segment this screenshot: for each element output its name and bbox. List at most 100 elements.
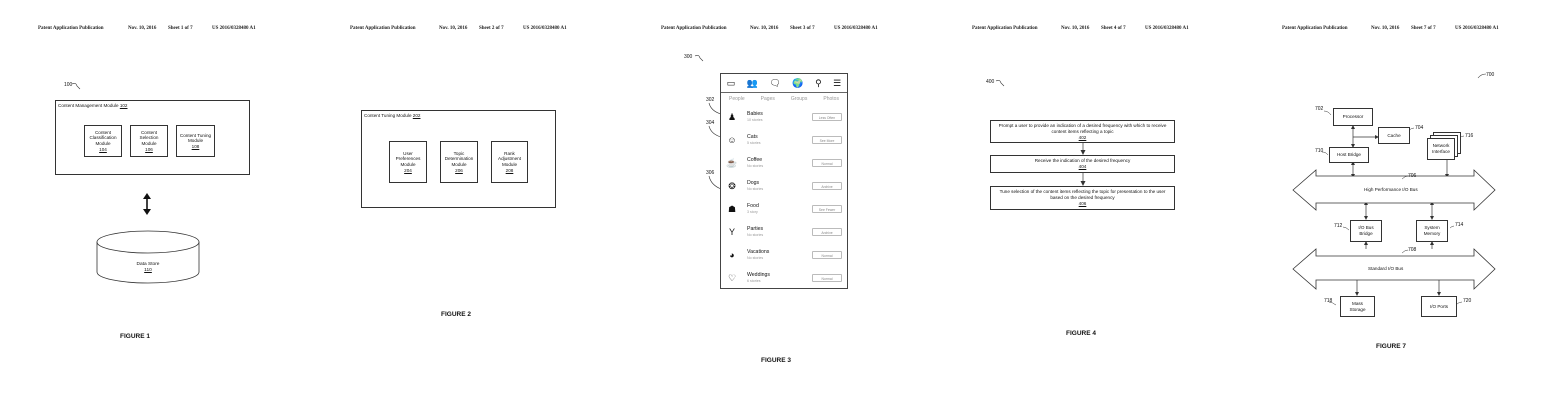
high-performance-bus-ref: 706 [1408, 173, 1416, 179]
search-icon[interactable]: ⚲ [815, 79, 822, 88]
story-count: No stories [747, 256, 763, 260]
content-tuning-module: Content TuningModule108 [176, 125, 215, 157]
patent-number: US 2016/0328480 A1 [212, 26, 256, 31]
data-store-cylinder [96, 230, 200, 284]
flow-step-406: Tune selection of the content items refl… [990, 186, 1175, 210]
topic-name: Cats [747, 134, 758, 140]
io-ports-box: I/O Ports [1421, 296, 1457, 317]
bus-connectors [1244, 0, 1553, 400]
patent-number: US 2016/0328480 A1 [1145, 26, 1189, 31]
dog-icon: ❂ [726, 180, 738, 192]
topic-determination-module: TopicDeterminationModule206 [440, 141, 478, 183]
list-item[interactable]: ◕ Vacations No stories Normal [721, 246, 847, 268]
figure-ref-number: 400 [986, 79, 994, 85]
figure-caption: FIGURE 2 [441, 311, 471, 318]
list-item[interactable]: ♡ Weddings 6 stories Normal [721, 269, 847, 291]
network-interface-ref: 716 [1465, 133, 1473, 139]
figure-caption: FIGURE 4 [1066, 330, 1096, 337]
globe-icon[interactable]: 🌍 [792, 79, 803, 88]
list-item[interactable]: Y Parties No stories Archive [721, 223, 847, 245]
frequency-button[interactable]: See Fewer [812, 205, 842, 213]
cache-box: Cache [1378, 127, 1410, 144]
topic-name: Food [747, 203, 759, 209]
mobile-screen: ▭ 👥 🗨 🌍 ⚲ ☰ People Pages Groups Photos ♟… [720, 73, 848, 289]
flow-step-402: Prompt a user to provide an indication o… [990, 120, 1175, 143]
cat-icon: ☺ [726, 134, 738, 146]
window-icon[interactable]: ▭ [727, 79, 736, 88]
story-count: 5 stories [747, 141, 761, 145]
pub-label: Patent Application Publication [350, 26, 416, 31]
content-selection-module: ContentSelectionModule106 [130, 125, 168, 157]
topic-name: Vacations [747, 249, 769, 255]
tab-groups[interactable]: Groups [791, 96, 807, 102]
frequency-button[interactable]: Normal [812, 159, 842, 167]
party-icon: Y [726, 226, 738, 238]
pub-date: Nov. 10, 2016 [1061, 26, 1089, 31]
module-title: Content Management Module 102 [58, 103, 127, 108]
list-item[interactable]: ♟ Babies 10 stories Less Often [721, 108, 847, 130]
topic-name: Dogs [747, 180, 759, 186]
list-item[interactable]: ❂ Dogs No stories Archive [721, 177, 847, 199]
baby-icon: ♟ [726, 111, 738, 123]
tab-bar: People Pages Groups Photos [721, 96, 847, 102]
host-bridge-box: Host Bridge [1329, 147, 1369, 163]
frequency-button[interactable]: Normal [812, 274, 842, 282]
patent-number: US 2016/0328480 A1 [523, 26, 567, 31]
figure-caption: FIGURE 7 [1376, 343, 1406, 350]
io-ports-ref: 720 [1463, 298, 1471, 304]
data-store-label: Data Store 110 [120, 262, 176, 274]
sheet-number: Sheet 3 of 7 [790, 26, 815, 31]
ref-leader-arrow [996, 79, 1006, 87]
system-memory-ref: 714 [1455, 222, 1463, 228]
list-item[interactable]: ☺ Cats 5 stories See More [721, 131, 847, 153]
pub-date: Nov. 10, 2016 [750, 26, 778, 31]
tab-photos[interactable]: Photos [823, 96, 839, 102]
rank-adjustment-module: RankAdjustmentModule208 [491, 141, 528, 183]
flow-arrow [1080, 143, 1086, 155]
story-count: 6 stories [747, 279, 761, 283]
topic-name: Weddings [747, 272, 770, 278]
frequency-button[interactable]: Archive [812, 228, 842, 236]
topic-name: Babies [747, 111, 763, 117]
standard-bus-label: Standard I/O Bus [1368, 266, 1403, 271]
sheet-5: Patent Application Publication Nov. 10, … [1244, 0, 1553, 400]
frequency-button[interactable]: Archive [812, 182, 842, 190]
flow-arrow [1080, 173, 1086, 186]
sheet-4: Patent Application Publication Nov. 10, … [933, 0, 1244, 400]
story-count: No stories [747, 187, 763, 191]
chat-icon[interactable]: 🗨 [769, 79, 780, 88]
figure-caption: FIGURE 1 [120, 333, 150, 340]
module-title: Content Tuning Module 202 [364, 113, 420, 118]
io-bus-bridge-ref: 712 [1334, 223, 1342, 229]
pub-label: Patent Application Publication [38, 26, 104, 31]
list-item[interactable]: ☕ Coffee No stories Normal [721, 154, 847, 176]
tab-people[interactable]: People [729, 96, 745, 102]
story-count: No stories [747, 164, 763, 168]
network-interface-box: NetworkInterface [1427, 138, 1455, 160]
high-performance-bus-label: High Performance I/O Bus [1364, 187, 1418, 192]
sheet-1: Patent Application Publication Nov. 10, … [0, 0, 311, 400]
tab-pages[interactable]: Pages [761, 96, 775, 102]
pub-label: Patent Application Publication [661, 26, 727, 31]
content-classification-module: ContentClassificationModule104 [84, 125, 122, 157]
frequency-button[interactable]: Normal [812, 251, 842, 259]
topic-name: Parties [747, 226, 763, 232]
flow-step-404: Receive the indication of the desired fr… [990, 155, 1175, 173]
frequency-button[interactable]: See More [812, 136, 842, 144]
sheet-number: Sheet 2 of 7 [479, 26, 504, 31]
frequency-button[interactable]: Less Often [812, 113, 842, 121]
ref-leader-arrow [72, 82, 82, 90]
menu-icon[interactable]: ☰ [833, 79, 841, 88]
pub-date: Nov. 10, 2016 [439, 26, 467, 31]
host-bridge-ref: 710 [1315, 148, 1323, 154]
people-icon[interactable]: 👥 [747, 79, 758, 88]
ref-leader-arrow [695, 54, 705, 62]
list-item[interactable]: ☗ Food 3 story See Fewer [721, 200, 847, 222]
story-count: No stories [747, 233, 763, 237]
figure-caption: FIGURE 3 [761, 357, 791, 364]
mass-storage-ref: 718 [1324, 298, 1332, 304]
mass-storage-box: MassStorage [1340, 296, 1375, 317]
story-count: 3 story [747, 210, 758, 214]
sheet-number: Sheet 1 of 7 [168, 26, 193, 31]
pub-date: Nov. 10, 2016 [128, 26, 156, 31]
